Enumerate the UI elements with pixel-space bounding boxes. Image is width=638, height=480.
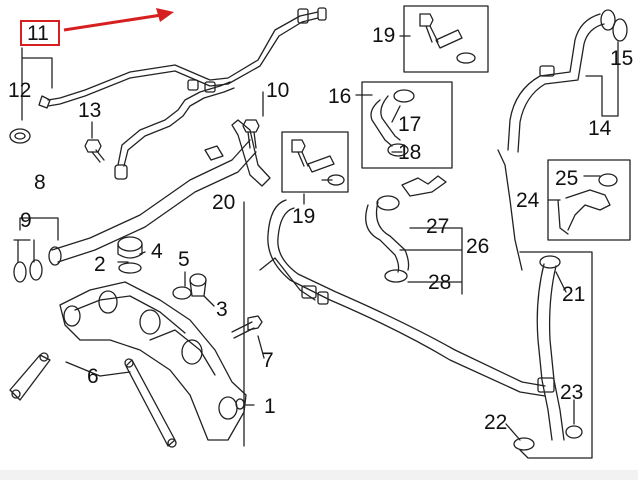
callout-19-top: 19: [372, 24, 396, 47]
plug-3: [189, 273, 207, 297]
callout-13: 13: [78, 99, 102, 122]
seal-15: [612, 18, 628, 42]
callout-4: 4: [151, 240, 163, 263]
callout-22: 22: [484, 411, 508, 434]
callout-27: 27: [426, 215, 450, 238]
cap-2: [117, 236, 143, 259]
seal-9a: [13, 261, 27, 283]
highlight-arrow: [63, 12, 169, 32]
callout-8: 8: [34, 171, 46, 194]
box-21: [513, 251, 593, 459]
callout-24: 24: [516, 189, 540, 212]
callout-2: 2: [94, 253, 106, 276]
callout-15: 15: [610, 47, 634, 70]
bolt-7: [231, 315, 263, 339]
bolt-10: [242, 119, 260, 149]
callout-3: 3: [216, 298, 228, 321]
callout-6: 6: [87, 365, 99, 388]
seal-4: [118, 262, 142, 274]
callout-28: 28: [428, 271, 452, 294]
box-16: [361, 81, 453, 169]
box-19-mid: [281, 131, 349, 193]
pipe-11: [38, 7, 327, 180]
callout-10: 10: [266, 79, 290, 102]
callout-19-mid: 19: [292, 205, 316, 228]
callout-21: 21: [562, 283, 586, 306]
seal-9b: [29, 259, 43, 281]
hose-20: [259, 199, 546, 397]
highlight-box: [20, 20, 60, 46]
callout-7: 7: [262, 349, 274, 372]
callout-17: 17: [398, 113, 422, 136]
seal-5: [172, 286, 192, 300]
callout-14: 14: [588, 117, 612, 140]
callout-18: 18: [398, 141, 422, 164]
bracket-6: [9, 352, 177, 448]
callout-12: 12: [8, 79, 32, 102]
callout-11: 11: [27, 22, 49, 45]
callout-9: 9: [20, 209, 32, 232]
seal-12: [9, 128, 31, 144]
housing-1: [59, 281, 247, 441]
callout-1: 1: [264, 395, 276, 418]
hose-26: [365, 175, 447, 283]
pipe-8: [48, 119, 271, 266]
callout-26: 26: [466, 235, 490, 258]
bolt-13: [84, 139, 105, 163]
callout-16: 16: [328, 85, 352, 108]
pipe-14: [497, 9, 616, 271]
box-19-top: [403, 5, 489, 73]
callout-5: 5: [178, 248, 190, 271]
callout-23: 23: [560, 381, 584, 404]
callout-20: 20: [212, 191, 236, 214]
callout-25: 25: [555, 167, 579, 190]
highlight-arrowhead: [156, 8, 174, 22]
